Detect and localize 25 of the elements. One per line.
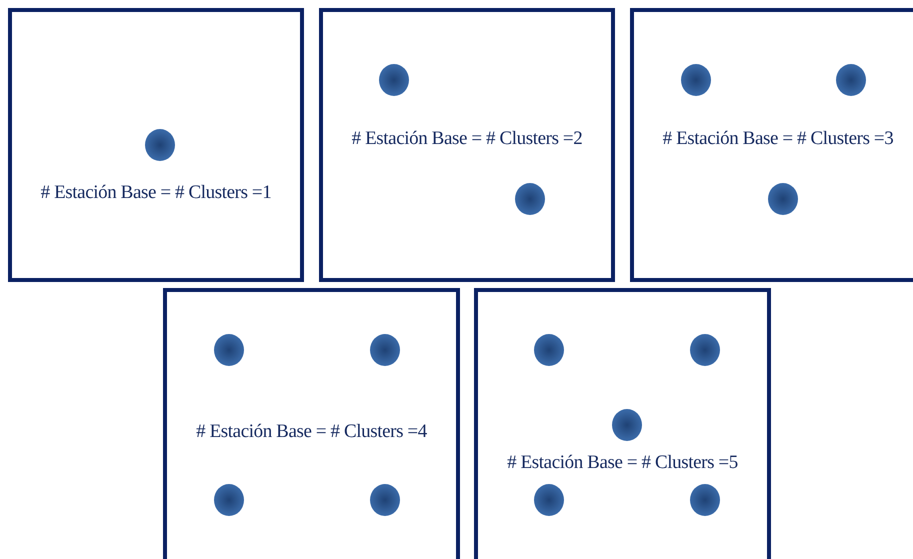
base-station-dot xyxy=(145,129,175,161)
cluster-panel xyxy=(319,8,615,282)
base-station-dot xyxy=(534,334,564,366)
base-station-dot xyxy=(370,334,400,366)
base-station-dot xyxy=(612,409,642,441)
cluster-count-label: # Estación Base = # Clusters =4 xyxy=(196,421,427,442)
cluster-count-label: # Estación Base = # Clusters =5 xyxy=(507,452,738,473)
base-station-dot xyxy=(370,484,400,516)
cluster-panel xyxy=(630,8,913,282)
cluster-count-label: # Estación Base = # Clusters =1 xyxy=(40,182,272,203)
base-station-dot xyxy=(214,334,244,366)
base-station-dot xyxy=(379,64,409,96)
cluster-count-label: # Estación Base = # Clusters =2 xyxy=(352,128,582,149)
base-station-dot xyxy=(836,64,866,96)
base-station-dot xyxy=(515,183,545,215)
cluster-panel xyxy=(8,8,304,282)
base-station-dot xyxy=(690,484,720,516)
cluster-count-label: # Estación Base = # Clusters =3 xyxy=(662,128,894,149)
base-station-dot xyxy=(534,484,564,516)
base-station-dot xyxy=(214,484,244,516)
base-station-dot xyxy=(690,334,720,366)
cluster-panel xyxy=(474,288,771,559)
base-station-dot xyxy=(681,64,711,96)
cluster-panel xyxy=(163,288,460,559)
base-station-dot xyxy=(768,183,798,215)
